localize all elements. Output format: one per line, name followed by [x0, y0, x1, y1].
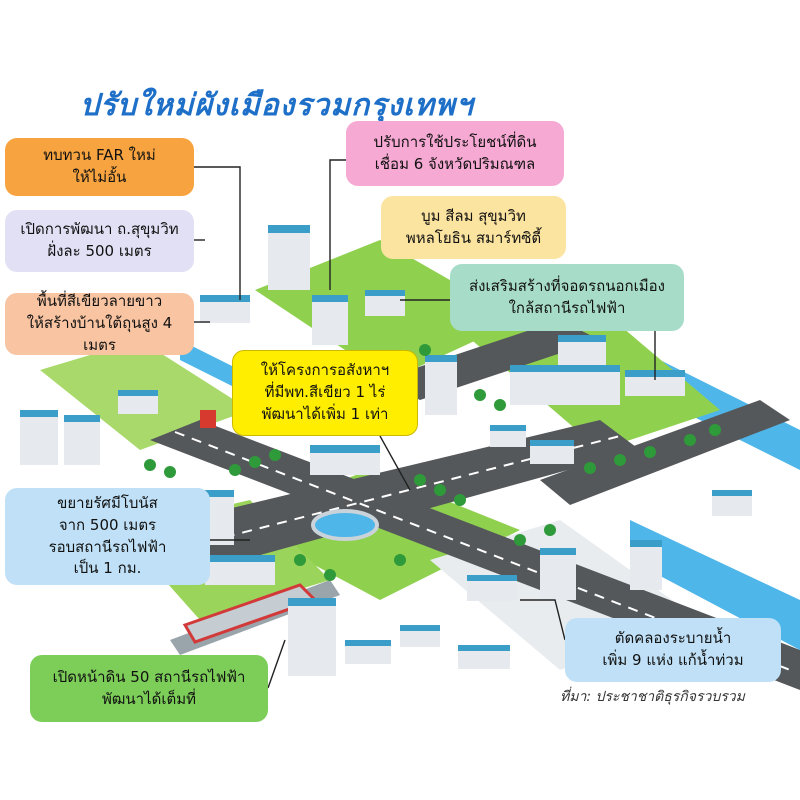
- callout-land-use: ปรับการใช้ประโยชน์ที่ดิน เชื่อม 6 จังหวั…: [346, 121, 564, 186]
- building-shop-1: [200, 295, 250, 323]
- callout-real-estate-bonus: ให้โครงการอสังหาฯ ที่มีพท.สีเขียว 1 ไร่ …: [232, 350, 418, 436]
- building-tower-bottom-right-1: [540, 548, 576, 600]
- trees: [144, 344, 721, 581]
- building-station: [310, 445, 380, 475]
- callout-cbd: บูม สีลม สุขุมวิท พหลโยธิน สมาร์ทซิตี้: [381, 196, 566, 259]
- building-tower-bottom-right-2: [630, 540, 662, 590]
- building-mall: [558, 335, 606, 365]
- infographic-title: ปรับใหม่ผังเมืองรวมกรุงเทพฯ: [80, 88, 474, 123]
- building-shop-2: [365, 290, 405, 316]
- building-shop-bottom-3: [400, 625, 440, 647]
- callout-green-zone: พื้นที่สีเขียวลายขาว ให้สร้างบ้านใต้ถุนส…: [5, 292, 194, 355]
- source-credit: ที่มา: ประชาชาติธุรกิจรวบรวม: [560, 689, 745, 705]
- road-right: [540, 400, 790, 505]
- building-houses-bottom-left: [205, 555, 275, 585]
- building-tower-2: [312, 295, 348, 345]
- callout-bonus-radius: ขยายรัศมีโบนัส จาก 500 เมตร รอบสถานีรถไฟ…: [5, 488, 210, 585]
- callout-far: ทบทวน FAR ใหม่ ให้ไม่อั้น: [5, 138, 194, 196]
- callout-station-development: เปิดหน้าดิน 50 สถานีรถไฟฟ้า พัฒนาได้เต็ม…: [30, 655, 268, 722]
- building-house-right-1: [490, 425, 526, 447]
- leader-lines: [194, 159, 656, 689]
- building-tower-mid: [425, 355, 457, 415]
- building-houses-right: [510, 365, 620, 405]
- building-tower-left-1: [20, 410, 58, 465]
- building-tower-left-2: [64, 415, 100, 465]
- building-shop-bottom-1: [467, 575, 517, 601]
- callout-drainage-canals: ตัดคลองระบายน้ำ เพิ่ม 9 แห่ง แก้น้ำท่วม: [565, 618, 781, 682]
- building-tower-1: [268, 225, 310, 290]
- building-far-right: [712, 490, 752, 516]
- building-shop-bottom-4: [458, 645, 510, 669]
- building-house-left: [118, 390, 158, 414]
- callout-park-and-ride: ส่งเสริมสร้างที่จอดรถนอกเมือง ใกล้สถานีร…: [450, 264, 684, 331]
- fountain: [311, 509, 379, 541]
- callout-sukhumvit: เปิดการพัฒนา ถ.สุขุมวิท ฝั่งละ 500 เมตร: [5, 210, 194, 272]
- building-tower-bottom: [288, 598, 336, 676]
- road-cross-diagonal: [140, 420, 640, 580]
- red-booth: [200, 410, 216, 428]
- canal-lower-right: [630, 520, 800, 650]
- building-house-right-2: [530, 440, 574, 464]
- building-shop-bottom-2: [345, 640, 391, 664]
